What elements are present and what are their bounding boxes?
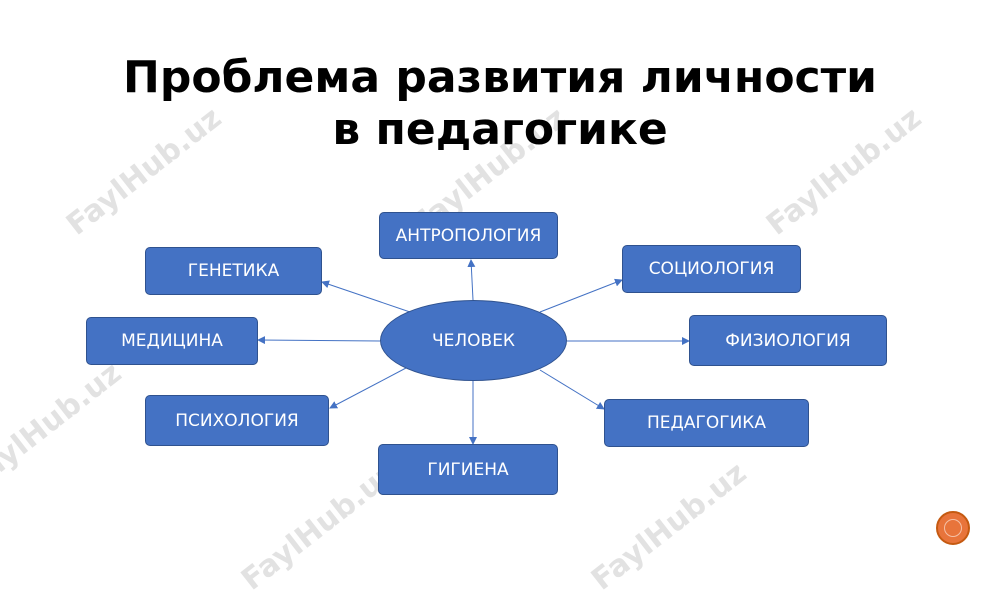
node-anthropology: АНТРОПОЛОГИЯ: [379, 212, 558, 259]
arrow-to-sociology: [539, 278, 623, 313]
arrow-to-genetics: [321, 280, 411, 313]
slide-title: Проблема развития личности в педагогике: [0, 52, 1000, 156]
node-sociology: СОЦИОЛОГИЯ: [622, 245, 801, 293]
arrow-to-medicine: [257, 336, 381, 345]
title-line-1: Проблема развития личности: [123, 52, 877, 103]
node-pedagogy: ПЕДАГОГИКА: [604, 399, 809, 447]
node-medicine: МЕДИЦИНА: [86, 317, 258, 365]
title-line-2: в педагогике: [332, 104, 668, 155]
arrow-to-anthropology: [467, 259, 476, 301]
slide-nav-button[interactable]: [936, 511, 970, 545]
arrow-to-pedagogy: [539, 369, 605, 410]
node-physiology: ФИЗИОЛОГИЯ: [689, 315, 887, 366]
center-node-human: ЧЕЛОВЕК: [380, 300, 567, 381]
arrow-to-psychology: [329, 367, 407, 409]
node-psychology: ПСИХОЛОГИЯ: [145, 395, 329, 446]
connector-arrows: [257, 259, 690, 445]
node-hygiene: ГИГИЕНА: [378, 444, 558, 495]
node-genetics: ГЕНЕТИКА: [145, 247, 322, 295]
